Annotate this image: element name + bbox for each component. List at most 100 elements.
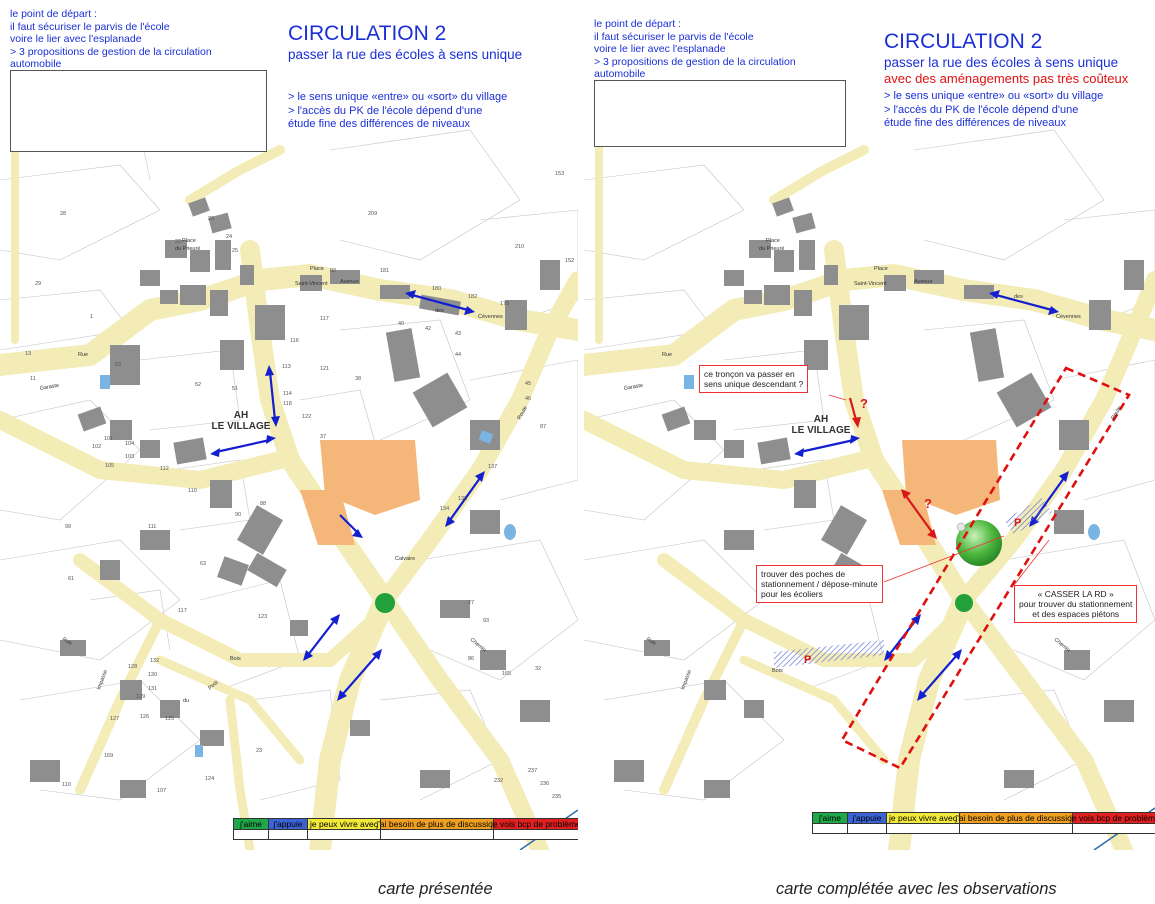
bullet-line: étude fine des différences de niveaux bbox=[884, 117, 1067, 129]
intro-line: voire le lier avec l'esplanade bbox=[10, 33, 142, 45]
svg-text:235: 235 bbox=[552, 794, 561, 800]
svg-text:Route: Route bbox=[1111, 405, 1124, 421]
buildings bbox=[614, 197, 1144, 798]
callout-line: « CASSER LA RD » bbox=[1037, 589, 1114, 599]
intro-line: > 3 propositions de gestion de la circul… bbox=[594, 55, 796, 68]
svg-text:130: 130 bbox=[148, 672, 157, 678]
street-label: Calvaire bbox=[395, 556, 415, 562]
right-cadastral-map: ? ? P P Rue Place Saint-Vincent Avenue d… bbox=[584, 96, 1155, 850]
bullet-line: > l'accès du PK de l'école dépend d'une bbox=[884, 103, 1079, 116]
legend-cell: je vois bcp de problèmes bbox=[491, 819, 578, 829]
intro-note: le point de départ : il faut sécuriser l… bbox=[594, 18, 796, 81]
svg-text:236: 236 bbox=[540, 781, 549, 787]
parking-letter: P bbox=[1014, 517, 1021, 529]
street-label: Saint-Vincent bbox=[295, 281, 328, 287]
legend-cell: j'appuie bbox=[848, 813, 887, 823]
intro-line: automobile bbox=[10, 58, 62, 70]
cadastre-info-box bbox=[594, 80, 846, 147]
svg-text:110: 110 bbox=[62, 782, 71, 788]
street-label: du Prieuré bbox=[175, 246, 200, 252]
vote-cell bbox=[494, 830, 578, 839]
buildings bbox=[30, 197, 560, 798]
legend-cell: j'ai besoin de plus de discussion bbox=[376, 819, 498, 829]
svg-text:182: 182 bbox=[468, 294, 477, 300]
svg-text:105: 105 bbox=[105, 463, 114, 469]
svg-text:92: 92 bbox=[330, 268, 336, 274]
legend-cell: je peux vivre avec bbox=[887, 813, 960, 823]
svg-text:93: 93 bbox=[483, 618, 489, 624]
arrow-heads bbox=[210, 290, 485, 701]
caption-right: carte complétée avec les observations bbox=[776, 880, 1057, 898]
caption-left: carte présentée bbox=[378, 880, 493, 898]
orange-square-large bbox=[902, 440, 1000, 515]
svg-text:210: 210 bbox=[515, 244, 524, 250]
svg-text:38: 38 bbox=[355, 376, 361, 382]
callout-line: trouver des poches de bbox=[761, 569, 846, 579]
white-dot bbox=[956, 522, 966, 532]
legend-cell: je peux vivre avec bbox=[308, 819, 381, 829]
blue-patches bbox=[100, 375, 516, 757]
callout-line: ce tronçon va passer en bbox=[704, 369, 795, 379]
bullet-list: > le sens unique «entre» ou «sort» du vi… bbox=[288, 91, 507, 132]
svg-text:42: 42 bbox=[425, 326, 431, 332]
svg-text:99: 99 bbox=[65, 524, 71, 530]
place-label: AH LE VILLAGE bbox=[786, 414, 856, 436]
bullet-line: > le sens unique «entre» ou «sort» du vi… bbox=[288, 91, 508, 103]
svg-text:32: 32 bbox=[535, 666, 541, 672]
svg-text:117: 117 bbox=[320, 316, 329, 322]
svg-text:125: 125 bbox=[165, 716, 174, 722]
svg-text:44: 44 bbox=[455, 352, 461, 358]
street-label: Bois bbox=[230, 656, 241, 662]
svg-text:181: 181 bbox=[380, 268, 389, 274]
parking-zone-bois bbox=[774, 640, 884, 668]
street-label: Avenue bbox=[340, 279, 359, 285]
callout-one-way: ce tronçon va passer en sens unique desc… bbox=[699, 365, 809, 393]
svg-text:169: 169 bbox=[104, 753, 113, 759]
road-network bbox=[584, 96, 1155, 850]
intro-note: le point de départ : il faut sécuriser l… bbox=[10, 8, 212, 71]
svg-text:52: 52 bbox=[195, 382, 201, 388]
svg-text:88: 88 bbox=[260, 501, 266, 507]
street-label: Chemin bbox=[469, 637, 487, 654]
legend-cell: j'aime bbox=[234, 819, 269, 829]
street-label: Rue bbox=[61, 637, 73, 647]
vote-cell bbox=[960, 824, 1073, 833]
svg-text:Impasse: Impasse bbox=[680, 669, 693, 691]
place-name: LE VILLAGE bbox=[211, 421, 271, 432]
svg-text:86: 86 bbox=[468, 656, 474, 662]
orange-square-small bbox=[882, 490, 936, 545]
svg-text:63: 63 bbox=[200, 561, 206, 567]
svg-text:Place: Place bbox=[874, 266, 888, 272]
svg-text:103: 103 bbox=[125, 454, 134, 460]
page-subtitle-red: avec des aménagements pas très coûteux bbox=[884, 71, 1129, 86]
svg-text:Avenue: Avenue bbox=[914, 279, 933, 285]
legend-vote-row bbox=[813, 823, 1155, 833]
svg-text:118: 118 bbox=[283, 401, 292, 407]
intro-line: le point de départ : bbox=[594, 18, 681, 30]
street-label: Place bbox=[310, 266, 324, 272]
svg-text:Bois: Bois bbox=[772, 668, 783, 674]
vote-cell bbox=[234, 830, 269, 839]
casser-la-rd-zone bbox=[840, 366, 1131, 770]
intro-line: automobile bbox=[594, 68, 646, 80]
svg-text:Chemin: Chemin bbox=[1053, 637, 1071, 654]
svg-text:Cévennes: Cévennes bbox=[1056, 314, 1081, 320]
vote-cell bbox=[848, 824, 887, 833]
svg-text:152: 152 bbox=[565, 258, 574, 264]
svg-text:90: 90 bbox=[235, 512, 241, 518]
blue-double-arrows bbox=[215, 293, 481, 696]
callout-line: et des espaces piétons bbox=[1032, 609, 1120, 619]
street-label: Rue bbox=[78, 352, 88, 358]
svg-text:53: 53 bbox=[115, 362, 121, 368]
bullet-line: étude fine des différences de niveaux bbox=[288, 118, 471, 130]
page-title: CIRCULATION 2 bbox=[884, 30, 1043, 53]
vote-cell bbox=[813, 824, 848, 833]
legend-cell: j'appuie bbox=[269, 819, 308, 829]
parking-zone-rd bbox=[1004, 498, 1052, 535]
svg-text:45: 45 bbox=[525, 381, 531, 387]
roundabout bbox=[375, 593, 395, 613]
callout-line: pour trouver du stationnement bbox=[1019, 599, 1133, 609]
intro-line: il faut sécuriser le parvis de l'école bbox=[594, 30, 754, 43]
callout-leader-lines bbox=[828, 394, 1050, 586]
svg-text:121: 121 bbox=[320, 366, 329, 372]
